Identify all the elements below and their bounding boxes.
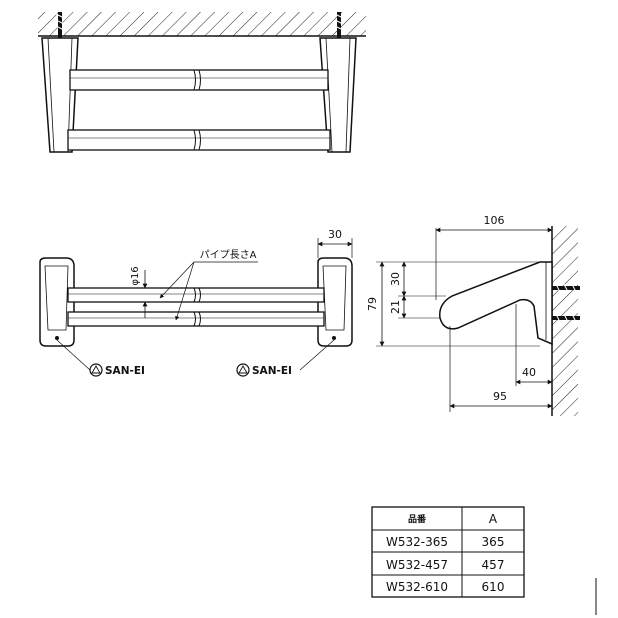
table-cell-a: 365	[482, 535, 505, 549]
bracket-right-front	[317, 257, 353, 347]
ceiling-hatch	[38, 12, 366, 36]
top-view	[38, 12, 366, 153]
screw-left-top	[55, 12, 65, 40]
bracket-left-front	[39, 257, 75, 347]
brand-logo-right: SAN-EI	[236, 363, 292, 377]
brand-mark-icon	[89, 363, 103, 377]
screw-wall-upper	[552, 283, 580, 293]
table-cell-a: 610	[482, 580, 505, 594]
dim-projection: 95	[493, 390, 507, 403]
table-cell-part: W532-610	[386, 580, 448, 594]
pipe-upper-top	[69, 69, 329, 91]
brand-text-right: SAN-EI	[252, 365, 292, 377]
dim-base-offset: 40	[522, 366, 536, 379]
screw-wall-lower	[552, 313, 580, 323]
dim-height-upper: 30	[389, 272, 402, 286]
brand-text-left: SAN-EI	[105, 365, 145, 377]
pipe-lower-front	[67, 311, 325, 327]
brand-logo-left: SAN-EI	[89, 363, 145, 377]
dim-height-total: 79	[366, 297, 379, 311]
table-cell-a: 457	[482, 558, 505, 572]
dim-pipe-diameter: φ16	[130, 266, 141, 285]
table-cell-part: W532-365	[386, 535, 448, 549]
table-header-a: A	[489, 512, 498, 526]
side-view: 106 79 30 21 40 95	[366, 214, 580, 416]
spec-table: 品番 A W532-365 365 W532-457 457 W532-610 …	[371, 506, 525, 598]
table-cell-part: W532-457	[386, 558, 448, 572]
table-header-part-number: 品番	[408, 513, 427, 525]
bracket-side-profile	[439, 261, 553, 346]
dim-height-lower: 21	[389, 300, 402, 314]
label-pipe-length: パイプ長さA	[200, 249, 257, 261]
brand-mark-icon	[236, 363, 250, 377]
front-view: 30 φ16 パイプ長さA SAN-EI SAN-EI	[39, 228, 353, 377]
screw-right-top	[334, 12, 344, 40]
wall-hatch	[552, 226, 578, 416]
pipe-lower-top	[67, 129, 331, 151]
dim-bracket-width: 30	[328, 228, 342, 241]
dim-depth: 106	[484, 214, 505, 227]
pipe-upper-front	[67, 287, 325, 303]
